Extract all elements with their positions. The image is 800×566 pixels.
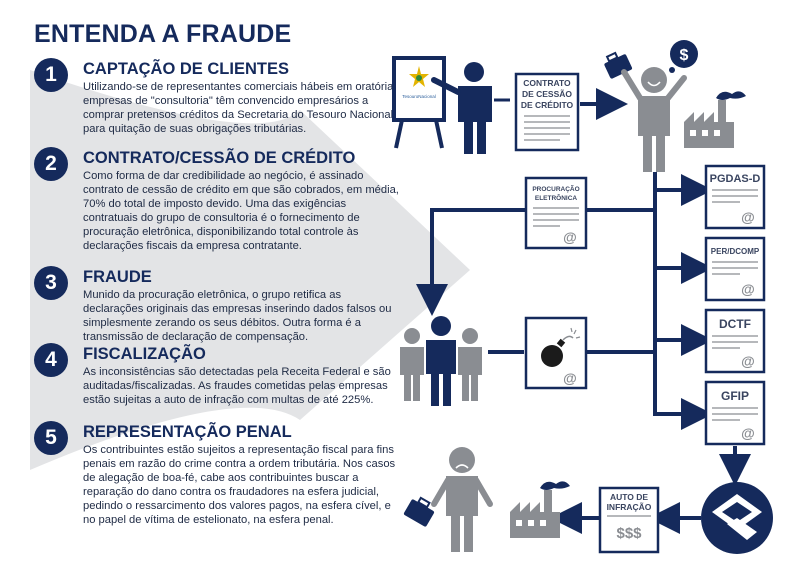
at-symbol: @	[563, 370, 577, 386]
step-text: As inconsistências são detectadas pela R…	[83, 366, 391, 407]
at-symbol: @	[563, 229, 577, 245]
declaration-per-dcomp: PER/DCOMP @	[704, 236, 766, 302]
step-text: Utilizando-se de representantes comercia…	[83, 81, 397, 136]
auto-line-2: INFRAÇÃO	[607, 502, 652, 512]
happy-businessman-icon	[621, 67, 687, 172]
bomb-document-icon: @	[524, 316, 588, 390]
consulting-group-icon	[400, 316, 482, 406]
declaration-pgdas-d: PGDAS-D @	[704, 164, 766, 230]
bomb-icon	[541, 327, 581, 367]
money-thought-bubble-icon: $	[669, 40, 698, 73]
declaration-label: GFIP	[721, 389, 749, 403]
step-heading: REPRESENTAÇÃO PENAL	[83, 423, 292, 441]
tesouro-logo-icon	[409, 66, 429, 87]
step-text: Os contribuintes estão sujeitos a repres…	[83, 444, 396, 527]
step-number: 2	[34, 147, 68, 181]
factory-icon	[510, 481, 570, 538]
presentation-easel-icon: TesouroNacional	[392, 56, 446, 149]
at-symbol: @	[741, 353, 755, 369]
step-number: 4	[34, 343, 68, 377]
at-symbol: @	[741, 209, 755, 225]
procuracao-line-2: ELETRÔNICA	[535, 193, 578, 202]
sales-representative-icon	[431, 62, 492, 154]
at-symbol: @	[741, 281, 755, 297]
declaration-label: PER/DCOMP	[711, 247, 760, 256]
step-text: Como forma de dar credibilidade ao negóc…	[83, 170, 399, 253]
procuracao-line-1: PROCURAÇÃO	[532, 184, 579, 193]
step-heading: CAPTAÇÃO DE CLIENTES	[83, 60, 289, 78]
declaration-dctf: DCTF @	[704, 308, 766, 374]
contract-line-3: DE CRÉDITO	[521, 100, 574, 110]
factory-icon	[684, 91, 746, 148]
declaration-label: DCTF	[719, 317, 751, 331]
page-title: ENTENDA A FRAUDE	[34, 20, 292, 48]
receita-federal-logo-icon	[701, 482, 773, 554]
infraction-notice-document-icon: AUTO DE INFRAÇÃO $$$	[598, 486, 660, 554]
step-heading: FISCALIZAÇÃO	[83, 345, 206, 363]
electronic-power-of-attorney-icon: PROCURAÇÃO ELETRÔNICA @	[524, 176, 588, 250]
at-symbol: @	[741, 425, 755, 441]
declaration-label: PGDAS-D	[710, 173, 761, 185]
money-text: $$$	[616, 525, 642, 542]
declaration-gfip: GFIP @	[704, 380, 766, 446]
step-number: 5	[34, 421, 68, 455]
step-number: 1	[34, 58, 68, 92]
step-text: Munido da procuração eletrônica, o grupo…	[83, 289, 392, 344]
step-heading: CONTRATO/CESSÃO DE CRÉDITO	[83, 149, 356, 167]
contract-line-2: DE CESSÃO	[522, 89, 572, 99]
step-number: 3	[34, 266, 68, 300]
easel-label: TesouroNacional	[402, 94, 436, 99]
dollar-symbol: $	[680, 47, 689, 64]
step-heading: FRAUDE	[83, 268, 152, 286]
auto-line-1: AUTO DE	[610, 492, 648, 502]
contract-document-icon: CONTRATO DE CESSÃO DE CRÉDITO	[514, 72, 580, 152]
contract-line-1: CONTRATO	[523, 78, 571, 88]
sad-businessman-icon	[431, 447, 493, 552]
briefcase-icon	[403, 496, 435, 527]
